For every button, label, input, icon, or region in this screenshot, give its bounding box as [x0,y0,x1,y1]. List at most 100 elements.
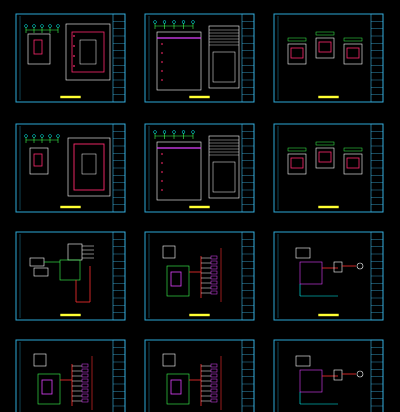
breaker [41,379,53,395]
detail-inner [346,157,360,169]
sheet[interactable] [144,339,255,412]
detail-box [343,43,363,65]
axis-bubble [24,134,28,138]
detail-box [287,43,307,65]
axis-bubble [56,24,60,28]
wall-block [33,39,43,55]
panel [295,247,311,259]
detail-dimension [343,147,363,152]
sheet[interactable] [15,231,126,321]
axis-bubble [32,134,36,138]
load [81,388,89,393]
load [210,280,218,285]
axis-bubble [162,20,167,24]
panel [162,245,176,259]
detail-inner [346,47,360,59]
axis-bubble [172,20,176,24]
load [210,255,218,260]
panel [33,267,49,277]
section-box [212,51,236,83]
load [210,378,218,383]
detail-box [315,37,335,59]
detail-dimension [343,37,363,42]
inner-room [79,39,97,65]
switchgear [299,261,323,285]
room-outline [27,33,51,65]
sheet-title-bar [60,95,81,99]
axis-bubble [153,130,157,134]
switchgear [299,369,323,393]
detail-inner [290,47,304,59]
detail-box [343,153,363,175]
load [210,383,218,388]
sheet[interactable] [144,13,255,103]
panel [33,353,47,367]
axis-bubble [48,134,52,138]
section-frame [208,135,240,199]
detail-inner [318,41,332,53]
sheet-title-bar [60,313,81,317]
sheet[interactable] [273,123,384,213]
sheet-grid [15,13,384,412]
panel [162,353,176,367]
wall-outline [73,143,105,191]
control-box [59,259,81,281]
breaker [170,379,182,395]
sheet[interactable] [273,339,384,412]
load [81,368,89,373]
load [81,363,89,368]
load [210,398,218,403]
load [210,368,218,373]
axis-bubble [32,24,36,28]
load [210,290,218,295]
sheet[interactable] [15,339,126,412]
axis-bubble [40,24,44,28]
sheet-title-bar [318,205,339,209]
axis-bubble [191,130,195,134]
sheet-title-bar [189,95,210,99]
sheet[interactable] [144,231,255,321]
axis-bubble [56,134,60,138]
axis-bubble [162,130,167,134]
load [210,265,218,270]
load [210,388,218,393]
sheet[interactable] [144,123,255,213]
room-outline [65,23,111,81]
sheet-title-bar [189,313,210,317]
load [81,398,89,403]
section-box [212,161,236,193]
breaker [170,271,182,287]
column-dot [73,45,75,47]
detail-dimension [287,147,307,152]
axis-bubble [40,134,44,138]
axis-bubble [181,20,186,24]
device [333,369,343,381]
sheet[interactable] [15,13,126,103]
load [210,363,218,368]
axis-bubble [48,24,52,28]
axis-bubble [172,130,176,134]
detail-box [315,147,335,169]
load [81,383,89,388]
load [210,275,218,280]
load [210,393,218,398]
meter [356,262,364,270]
sheet[interactable] [273,231,384,321]
sheet-title-bar [318,95,339,99]
switchgear [166,265,190,297]
sheet[interactable] [15,123,126,213]
wall-block [33,153,43,167]
switchgear [37,373,61,405]
sheet[interactable] [273,13,384,103]
detail-dimension [315,31,335,36]
elevation-frame [156,141,202,201]
axis-bubble [153,20,157,24]
switchgear [166,373,190,405]
axis-bubble [191,20,195,24]
elevation-frame [156,31,202,91]
axis-bubble [24,24,28,28]
load [210,270,218,275]
detail-box [287,153,307,175]
column-dot [73,65,75,67]
